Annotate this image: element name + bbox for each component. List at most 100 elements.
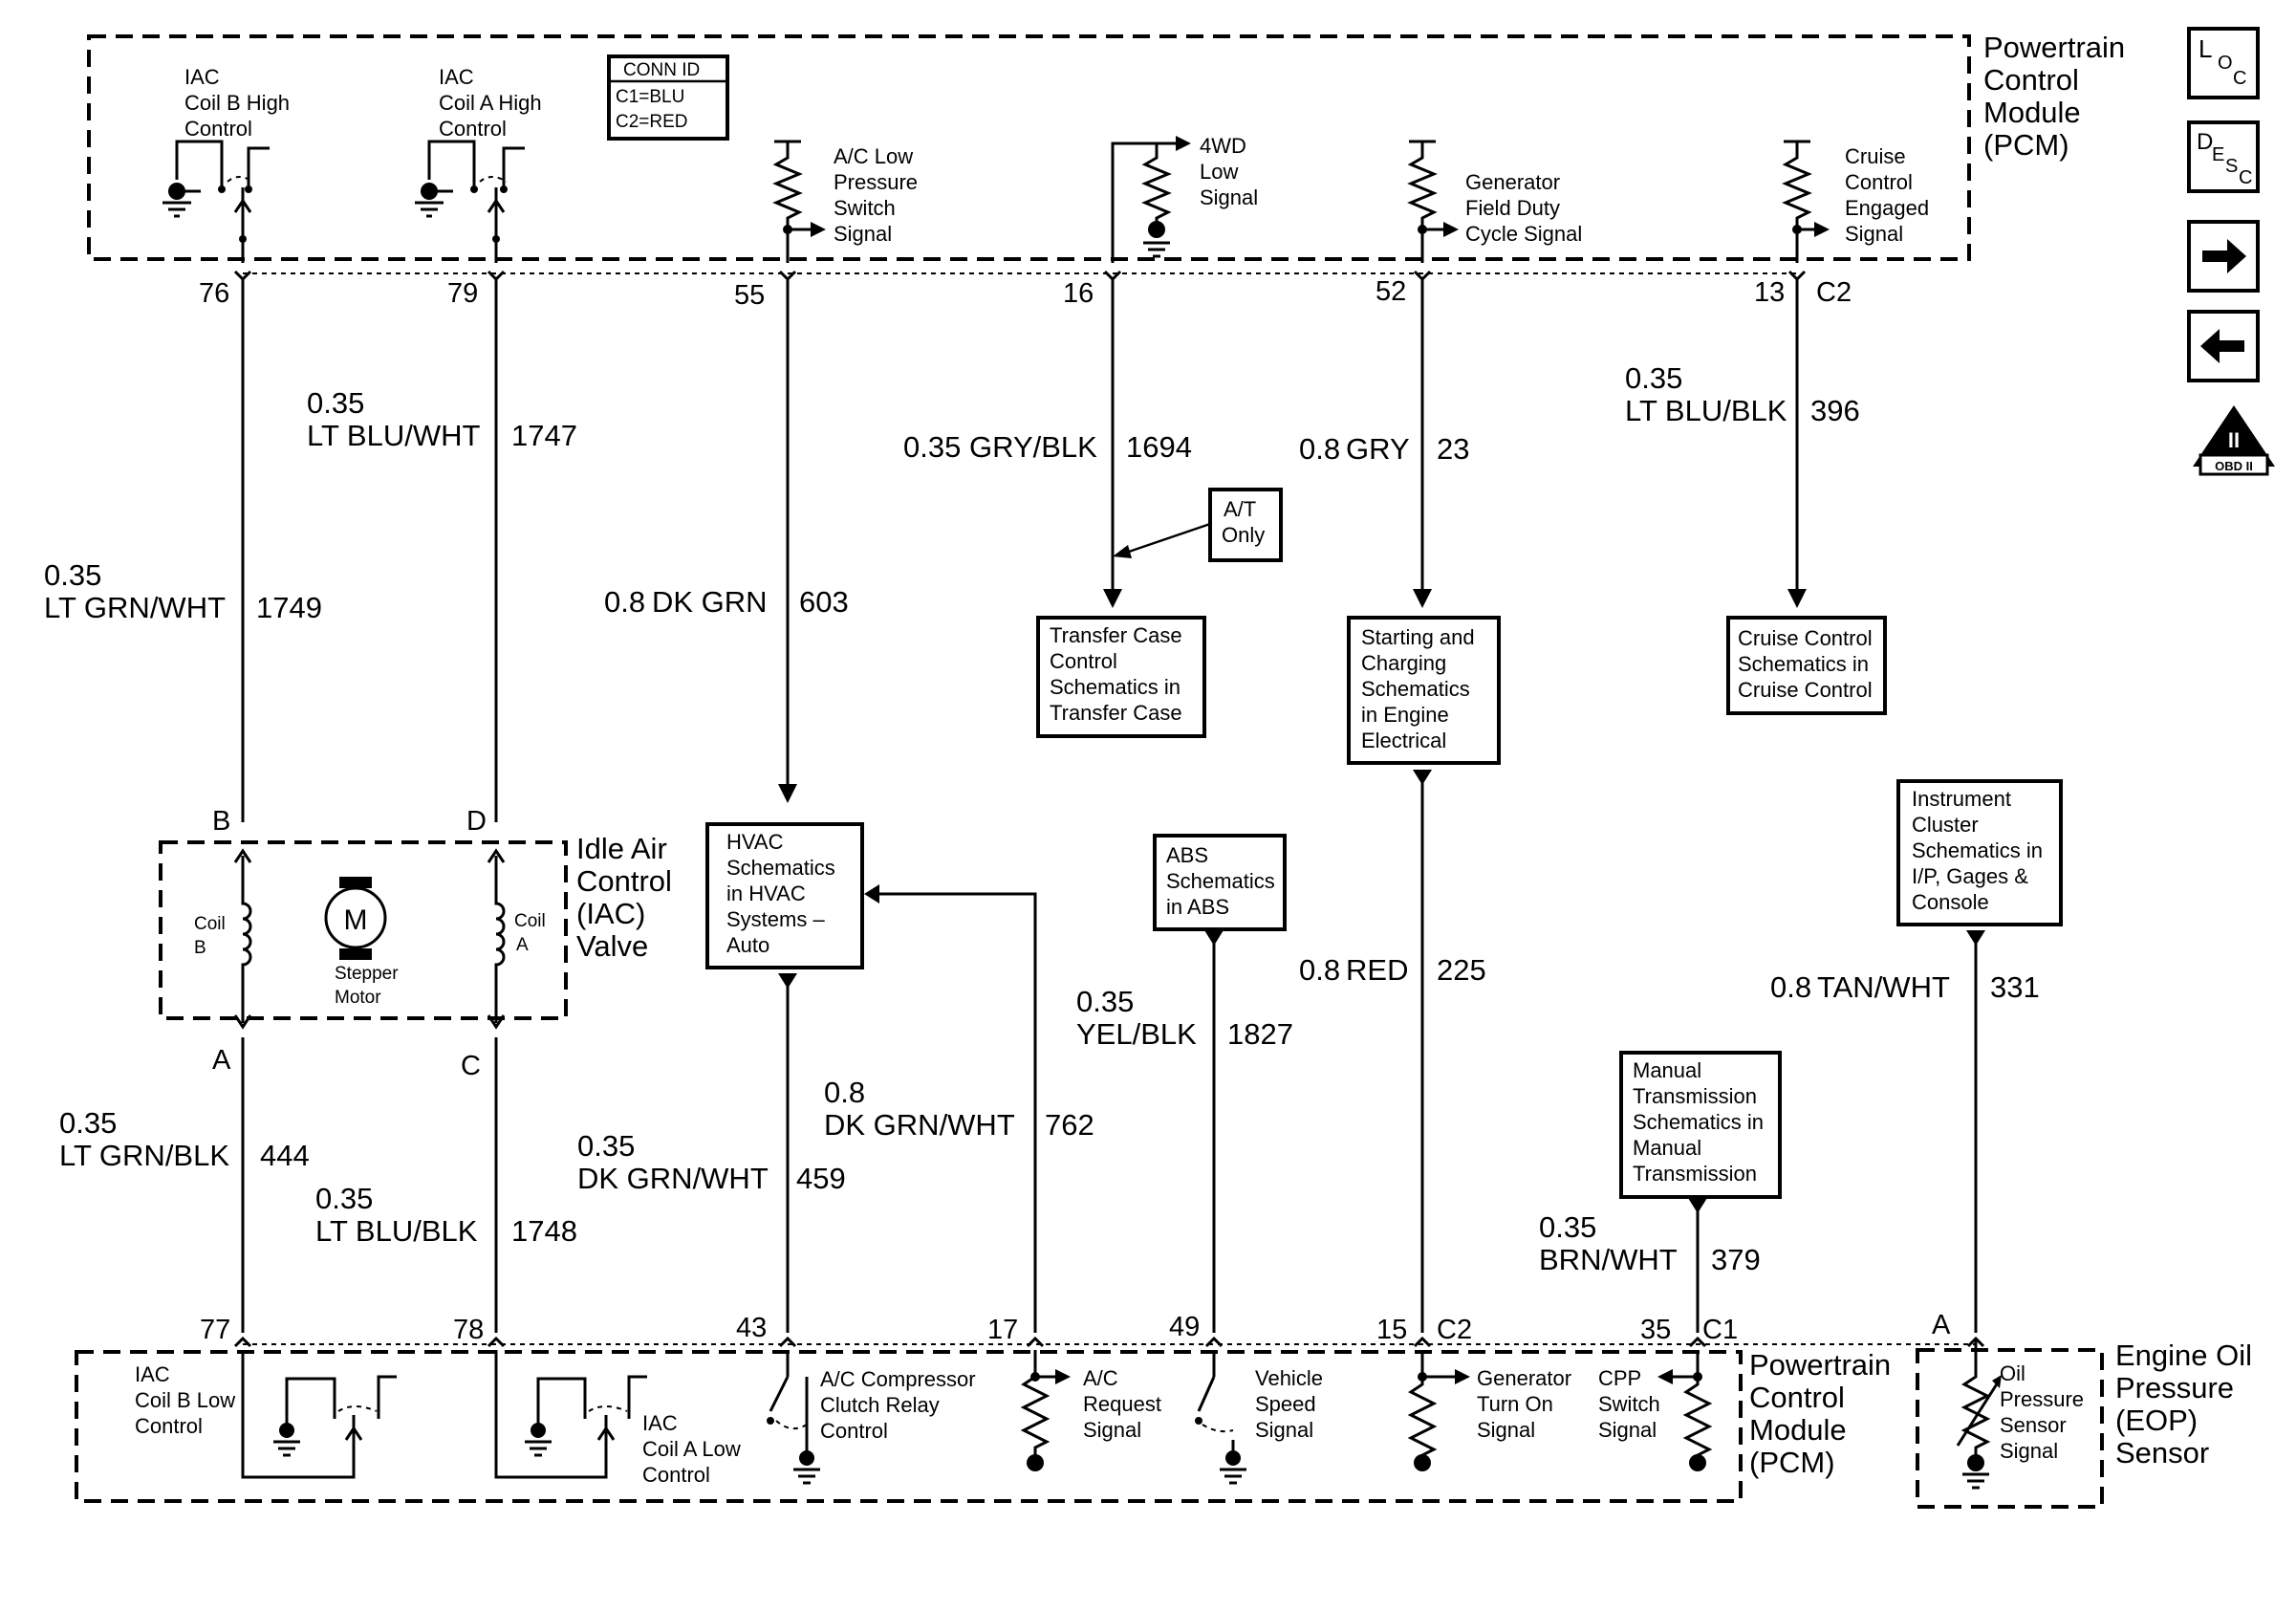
svg-text:1747: 1747 (511, 419, 577, 452)
iac-pin-c: C (461, 1051, 481, 1081)
pin-13: 13 (1754, 277, 1785, 308)
cpp-switch-input: CPP Switch Signal (1598, 1350, 1713, 1471)
svg-text:S: S (2225, 156, 2238, 177)
iac-valve-internals: B D A C Coil B Coil A M Stepper Motor (194, 806, 546, 1081)
svg-text:Schematics: Schematics (726, 856, 835, 880)
svg-text:Generator: Generator (1465, 170, 1560, 194)
svg-text:Systems –: Systems – (726, 907, 825, 931)
svg-text:225: 225 (1437, 953, 1486, 987)
svg-text:Charging: Charging (1361, 651, 1446, 675)
svg-text:ABS: ABS (1166, 843, 1208, 867)
svg-text:DK GRN/WHT: DK GRN/WHT (577, 1162, 769, 1195)
vss-input: Vehicle Speed Signal (1195, 1350, 1323, 1485)
svg-text:Engaged: Engaged (1845, 196, 1929, 220)
svg-text:Schematics in: Schematics in (1633, 1110, 1764, 1134)
svg-text:D: D (2197, 129, 2213, 155)
svg-text:Console: Console (1912, 890, 1989, 914)
pin-16: 16 (1063, 278, 1094, 309)
ac-request-input: A/C Request Signal (1020, 1350, 1161, 1471)
svg-text:Clutch Relay: Clutch Relay (820, 1393, 940, 1417)
prev-arrow-button[interactable] (2187, 310, 2260, 382)
iac-pin-d: D (466, 806, 487, 837)
svg-text:Transmission: Transmission (1633, 1162, 1757, 1186)
iac-coil-a-low-driver: IAC Coil A Low Control (494, 1350, 741, 1487)
ref-abs[interactable]: ABS Schematics in ABS (1153, 834, 1287, 931)
svg-text:Pressure: Pressure (2115, 1371, 2234, 1404)
svg-text:CONN ID: CONN ID (623, 60, 700, 80)
svg-text:Control: Control (135, 1414, 203, 1438)
svg-text:Turn On: Turn On (1477, 1392, 1553, 1416)
svg-text:Oil: Oil (2000, 1361, 2025, 1385)
svg-text:Coil A Low: Coil A Low (642, 1437, 741, 1461)
svg-text:Powertrain: Powertrain (1983, 31, 2125, 64)
svg-text:459: 459 (796, 1162, 846, 1195)
terminal-mark (1966, 1336, 1985, 1348)
svg-text:(EOP): (EOP) (2115, 1404, 2198, 1437)
iac-coil-b-low-driver: IAC Coil B Low Control (135, 1350, 397, 1479)
svg-text:LT BLU/BLK: LT BLU/BLK (315, 1214, 478, 1248)
svg-text:Control: Control (1845, 170, 1913, 194)
svg-text:396: 396 (1810, 394, 1860, 427)
svg-text:Manual: Manual (1633, 1136, 1701, 1160)
loc-button[interactable]: L O C (2187, 27, 2260, 99)
svg-text:Coil A High: Coil A High (439, 91, 542, 115)
ref-manual-transmission[interactable]: Manual Transmission Schematics in Manual… (1619, 1051, 1782, 1199)
svg-text:C: C (2233, 68, 2246, 89)
svg-text:0.8: 0.8 (1299, 953, 1340, 987)
svg-text:TAN/WHT: TAN/WHT (1817, 970, 1950, 1004)
svg-text:Motor: Motor (335, 988, 381, 1008)
pin-49: 49 (1169, 1312, 1200, 1342)
svg-text:IAC: IAC (642, 1411, 678, 1435)
oil-pressure-sensor: Oil Pressure Sensor Signal (1956, 1340, 2084, 1490)
svg-text:Switch: Switch (834, 196, 896, 220)
svg-text:DK GRN: DK GRN (652, 585, 768, 619)
svg-text:Cruise Control: Cruise Control (1738, 678, 1873, 702)
svg-text:E: E (2212, 144, 2224, 165)
ref-starting-charging[interactable]: Starting and Charging Schematics in Engi… (1347, 616, 1501, 765)
svg-text:0.8: 0.8 (1299, 432, 1340, 466)
svg-text:(PCM): (PCM) (1983, 128, 2069, 162)
svg-text:A/C Compressor: A/C Compressor (820, 1367, 976, 1391)
svg-text:IAC: IAC (439, 65, 474, 89)
pcm-bottom-title: Powertrain Control Module (PCM) (1749, 1348, 1891, 1479)
svg-text:Coil B High: Coil B High (184, 91, 290, 115)
connector-c1-bottom: C1 (1702, 1315, 1738, 1345)
desc-button[interactable]: D E S C (2187, 120, 2260, 193)
svg-text:Instrument: Instrument (1912, 787, 2011, 811)
iac-valve-outline (159, 840, 568, 1020)
svg-text:Sensor: Sensor (2000, 1413, 2067, 1437)
svg-text:Powertrain: Powertrain (1749, 1348, 1891, 1382)
ref-hvac[interactable]: HVAC Schematics in HVAC Systems – Auto (705, 822, 864, 969)
svg-text:CPP: CPP (1598, 1366, 1641, 1390)
ref-transfer-case[interactable]: Transfer Case Control Schematics in Tran… (1036, 616, 1206, 738)
ref-cruise-control[interactable]: Cruise Control Schematics in Cruise Cont… (1726, 616, 1887, 715)
svg-text:Field Duty: Field Duty (1465, 196, 1560, 220)
svg-text:Cluster: Cluster (1912, 813, 1979, 837)
svg-text:Control: Control (642, 1463, 710, 1487)
svg-text:1694: 1694 (1126, 430, 1192, 464)
svg-text:331: 331 (1990, 970, 2040, 1004)
svg-text:Module: Module (1749, 1413, 1847, 1447)
next-arrow-button[interactable] (2187, 220, 2260, 293)
svg-text:0.35: 0.35 (577, 1129, 635, 1163)
svg-text:1827: 1827 (1227, 1017, 1293, 1051)
svg-text:Signal: Signal (1845, 222, 1903, 246)
conn-id-box: CONN ID C1=BLU C2=RED (607, 54, 729, 141)
connector-c2-top: C2 (1816, 277, 1852, 308)
svg-text:YEL/BLK: YEL/BLK (1076, 1017, 1197, 1051)
svg-text:Speed: Speed (1255, 1392, 1316, 1416)
svg-text:0.35: 0.35 (1076, 985, 1134, 1018)
svg-text:L: L (2199, 34, 2212, 63)
svg-text:A/C Low: A/C Low (834, 144, 913, 168)
svg-text:Only: Only (1222, 523, 1265, 547)
bottom-pin-numbers: 77 78 43 17 49 15 C2 35 C1 A (200, 1310, 1951, 1345)
connector-c2-bottom: C2 (1437, 1315, 1472, 1345)
obd-ii-icon[interactable]: II OBD II (2193, 405, 2275, 476)
eop-sensor-outline (1916, 1348, 2104, 1509)
ref-instrument-cluster[interactable]: Instrument Cluster Schematics in I/P, Ga… (1896, 779, 2063, 926)
svg-text:Coil B Low: Coil B Low (135, 1388, 235, 1412)
svg-text:Transmission: Transmission (1633, 1084, 1757, 1108)
svg-text:C: C (2239, 167, 2252, 188)
svg-text:0.35: 0.35 (44, 558, 101, 592)
